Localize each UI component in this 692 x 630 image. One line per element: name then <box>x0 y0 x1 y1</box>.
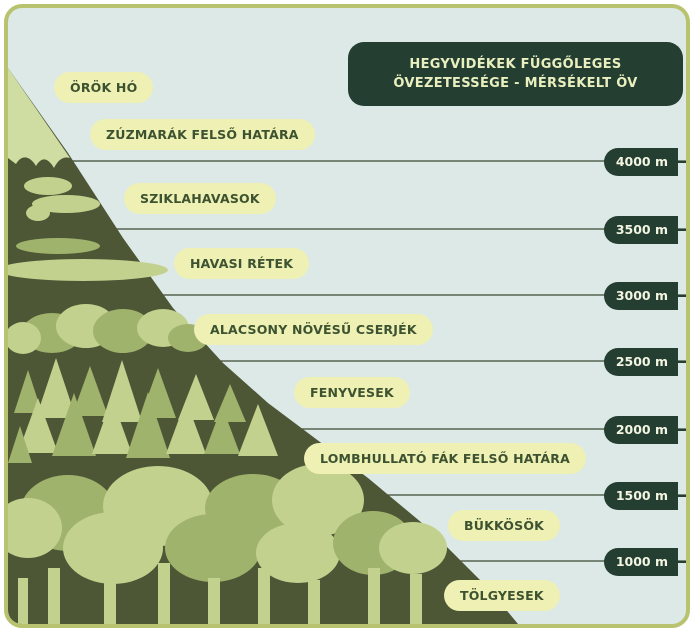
altitude-marker-3000: 3000 m <box>603 282 686 310</box>
rock-patches <box>8 177 168 281</box>
title-line-2: ÖVEZETESSÉGE - MÉRSÉKELT ÖV <box>393 76 638 91</box>
snow-cap <box>8 68 70 168</box>
zone-label-zuzmarak: ZÚZMARÁK FELSŐ HATÁRA <box>90 119 315 150</box>
altitude-marker-4000: 4000 m <box>603 148 686 176</box>
diagram-title: HEGYVIDÉKEK FÜGGŐLEGES ÖVEZETESSÉGE - MÉ… <box>348 42 683 106</box>
conifers <box>8 358 278 463</box>
altitude-value: 4000 m <box>615 154 668 169</box>
altitude-marker-2500: 2500 m <box>603 348 686 376</box>
altitude-marker-2000: 2000 m <box>603 416 686 444</box>
altitude-value: 2500 m <box>615 354 668 369</box>
zone-label-bukkosok: BÜKKÖSÖK <box>448 510 561 541</box>
altitude-marker-1000: 1000 m <box>603 548 686 576</box>
altitude-value: 2000 m <box>615 422 668 437</box>
zone-label-orok-ho: ÖRÖK HÓ <box>54 72 154 103</box>
altitude-value: 1000 m <box>615 554 668 569</box>
mountain-illustration <box>8 68 686 624</box>
deciduous-trees <box>8 464 447 624</box>
zone-label-fenyvesek: FENYVESEK <box>294 377 410 408</box>
zone-label-sziklahavasok: SZIKLAHAVASOK <box>124 183 276 214</box>
zone-label-tolgyesek: TÖLGYESEK <box>444 580 560 611</box>
altitude-marker-3500: 3500 m <box>603 216 686 244</box>
diagram-frame: HEGYVIDÉKEK FÜGGŐLEGES ÖVEZETESSÉGE - MÉ… <box>4 4 690 628</box>
altitude-marker-1500: 1500 m <box>603 482 686 510</box>
zone-label-lombhullato: LOMBHULLATÓ FÁK FELSŐ HATÁRA <box>304 443 586 474</box>
zone-label-cserjek: ALACSONY NÖVÉSŰ CSERJÉK <box>194 314 433 345</box>
altitude-value: 3000 m <box>615 288 668 303</box>
title-line-1: HEGYVIDÉKEK FÜGGŐLEGES <box>409 57 622 72</box>
zone-label-havasi-retek: HAVASI RÉTEK <box>174 248 310 279</box>
altitude-value: 3500 m <box>615 222 668 237</box>
altitude-value: 1500 m <box>615 488 668 503</box>
